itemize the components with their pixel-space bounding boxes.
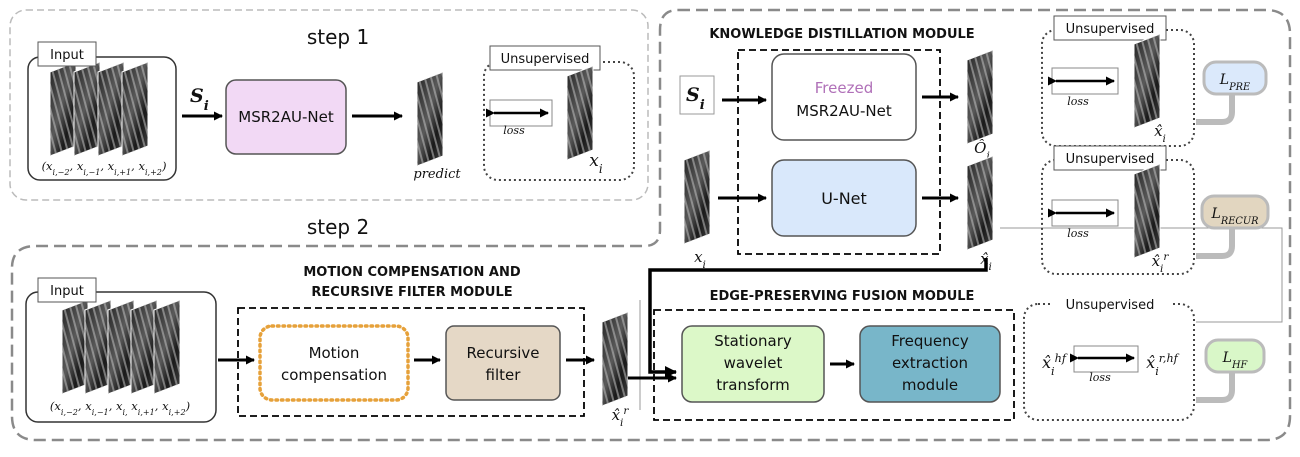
- swt-label-2: wavelet: [724, 354, 783, 372]
- step1-unsupervised-label: Unsupervised: [501, 52, 590, 67]
- kd-loss1-frame: [1133, 33, 1161, 129]
- L-pre-label: LPRE: [1219, 72, 1250, 93]
- L-pre-connector: [1196, 92, 1235, 125]
- L-hf-label: LHF: [1222, 350, 1249, 371]
- kd-loss2-target: x̂ir: [1152, 251, 1170, 275]
- o-hat-label: Ôi: [974, 139, 990, 162]
- arrow-xhat-to-swt: [648, 258, 988, 378]
- L-hf-connector: [1196, 370, 1235, 403]
- motion-label-2: compensation: [281, 366, 387, 384]
- kd-unsupervised2-label: Unsupervised: [1066, 152, 1155, 167]
- step1-input-label: Input: [50, 48, 84, 63]
- unet-box: [771, 159, 917, 237]
- xr-frame: [601, 311, 629, 407]
- step1-loss-label: loss: [503, 124, 525, 137]
- kd-unsupervised1-label: Unsupervised: [1066, 22, 1155, 37]
- msr2au-net-label: MSR2AU-Net: [238, 108, 334, 126]
- hf-unsupervised-label: Unsupervised: [1066, 298, 1155, 313]
- freezed-label: Freezed: [815, 79, 873, 97]
- frozen-msr2au-box: [771, 53, 917, 141]
- kd-x-i-label: xi: [694, 248, 706, 271]
- mcrf-title-2: RECURSIVE FILTER MODULE: [311, 285, 512, 300]
- L-recur-label: LRECUR: [1211, 206, 1260, 227]
- swt-label-1: Stationary: [714, 332, 792, 350]
- msr2au-net-box: [225, 79, 347, 155]
- step1-target-frame: [566, 65, 594, 161]
- step1-frames-formula: (xi,−2, xi,−1, xi,+1, xi,+2): [42, 159, 167, 177]
- recursive-label-2: filter: [486, 366, 522, 384]
- kd-loss1-label: loss: [1067, 95, 1089, 108]
- step1-title: step 1: [307, 25, 369, 49]
- kd-x-i-frame: [683, 149, 711, 245]
- hf-left-label: x̂ihf: [1042, 352, 1068, 378]
- epf-title: EDGE-PRESERVING FUSION MODULE: [710, 289, 975, 304]
- step2-frames-formula: (xi,−2, xi,−1, xi, xi,+1, xi,+2): [50, 399, 190, 417]
- step2-region: [10, 8, 1292, 442]
- frozen-msr2au-label: MSR2AU-Net: [796, 102, 892, 120]
- kd-s-i: Si: [686, 84, 705, 113]
- epf-dashed-box: [653, 309, 1015, 421]
- step1-s-i: Si: [190, 85, 209, 114]
- hf-loss-label: loss: [1089, 371, 1111, 384]
- kd-title: KNOWLEDGE DISTILLATION MODULE: [709, 27, 974, 42]
- unet-label: U-Net: [821, 189, 867, 208]
- step1-region: [9, 9, 649, 201]
- predict-frame: [416, 71, 444, 167]
- x-hat-frame: [966, 155, 994, 251]
- kd-loss2-label: loss: [1067, 227, 1089, 240]
- L-recur-box: [1200, 194, 1270, 230]
- fem-box: [859, 325, 1001, 403]
- kd-loss2-frame: [1133, 163, 1161, 259]
- fem-label-2: extraction: [892, 354, 968, 372]
- mcrf-dashed-box: [237, 307, 585, 417]
- swt-box: [681, 325, 825, 403]
- L-pre-box: [1202, 60, 1268, 96]
- step1-target-label: xi: [589, 151, 603, 176]
- kd-loss1-target: x̂i: [1154, 122, 1166, 145]
- hf-right-label: x̂ir,hf: [1146, 352, 1179, 378]
- recursive-filter-box: [445, 325, 561, 401]
- step2-input-stack: Input (xi,−2, xi,−1, xi, xi,+1, xi,+2): [25, 277, 217, 423]
- mcrf-title-1: MOTION COMPENSATION AND: [303, 265, 520, 280]
- step2-title: step 2: [307, 215, 369, 239]
- kd-dashed-box: [737, 49, 941, 255]
- step2-input-label: Input: [50, 284, 84, 299]
- fem-label-3: module: [902, 376, 958, 394]
- swt-label-3: transform: [716, 376, 790, 394]
- predict-label: predict: [413, 167, 461, 182]
- L-recur-connector: [1196, 226, 1235, 259]
- L-hf-box: [1204, 338, 1266, 374]
- step1-input-stack: Input (xi,−2, xi,−1, xi,+1, xi,+2): [27, 41, 177, 181]
- motion-label-1: Motion: [309, 344, 360, 362]
- fem-label-1: Frequency: [891, 332, 969, 350]
- xr-label: x̂ir: [612, 405, 630, 429]
- o-hat-frame: [966, 49, 994, 145]
- motion-compensation-box: [258, 324, 410, 402]
- recursive-label-1: Recursive: [467, 344, 540, 362]
